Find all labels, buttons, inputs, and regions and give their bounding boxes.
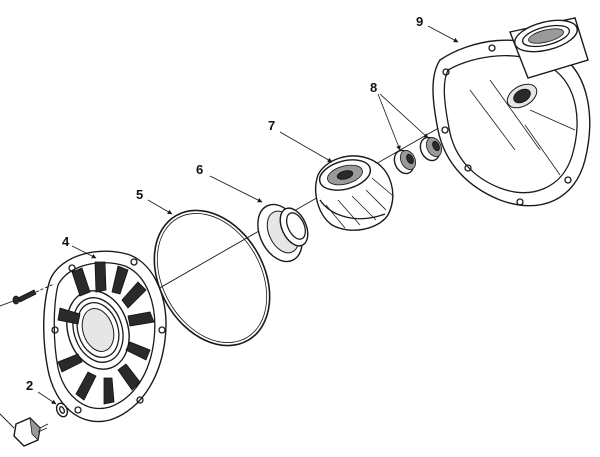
part-drain-plug	[0, 413, 49, 447]
callout-labels: 9 8 7 6 5 4 2	[26, 14, 423, 393]
part-7-impeller	[314, 155, 394, 231]
callout-2: 2	[26, 378, 33, 393]
callout-4: 4	[62, 234, 70, 249]
callout-8: 8	[370, 80, 377, 95]
callout-5: 5	[136, 187, 143, 202]
callout-6: 6	[196, 162, 203, 177]
part-screw	[0, 283, 55, 307]
part-8-seal-assembly	[393, 136, 443, 175]
part-4-front-cover	[43, 250, 167, 423]
part-2-washer	[55, 402, 69, 418]
callout-9: 9	[416, 14, 423, 29]
part-9-volute-housing	[432, 17, 591, 207]
leader-lines	[37, 25, 459, 405]
part-5-o-ring	[153, 209, 271, 347]
part-6-wear-ring	[257, 203, 309, 263]
callout-7: 7	[268, 118, 275, 133]
cover-ribs	[57, 261, 155, 405]
